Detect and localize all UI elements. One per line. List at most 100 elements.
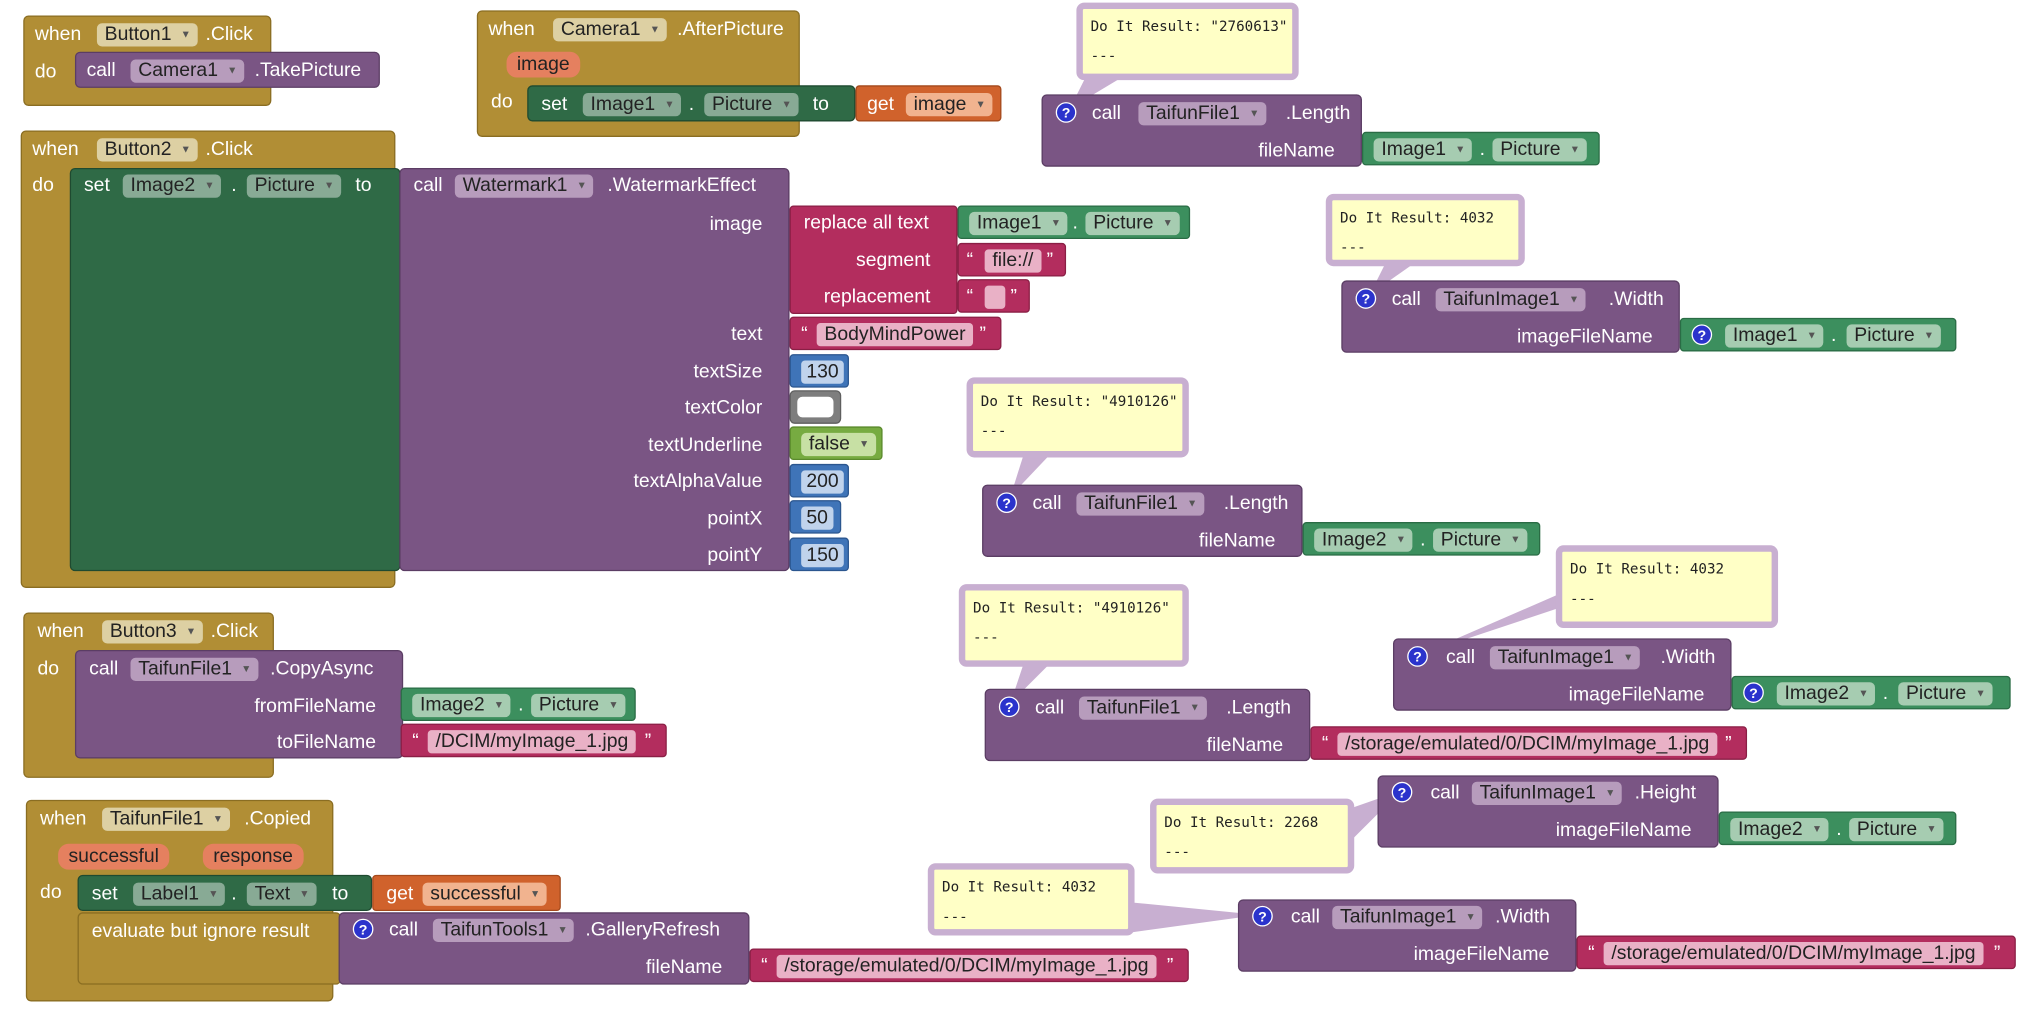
taifunimage1-height-call[interactable]: ? call TaifunImage1 .Height imageFileNam… <box>1377 775 1719 848</box>
get-successful-variable[interactable]: get successful <box>372 874 561 912</box>
watermark-effect-call[interactable]: call Watermark1 .WatermarkEffect image t… <box>399 167 790 572</box>
segment-string-field[interactable]: file:// <box>984 249 1042 273</box>
component-dropdown[interactable]: Watermark1 <box>454 174 594 198</box>
number-field[interactable]: 200 <box>801 470 844 494</box>
number-field[interactable]: 150 <box>801 544 844 568</box>
number-field[interactable]: 130 <box>801 360 844 384</box>
image1-picture-getter[interactable]: Image1 . Picture <box>1361 131 1600 166</box>
help-icon[interactable]: ? <box>1252 905 1273 927</box>
component-dropdown[interactable]: Image1 <box>969 211 1068 236</box>
set-image2-picture[interactable]: set Image2 . Picture to <box>69 167 401 572</box>
param-successful[interactable]: successful <box>58 843 170 870</box>
help-icon[interactable]: ? <box>996 492 1017 514</box>
component-dropdown[interactable]: Image1 <box>1373 138 1472 162</box>
property-dropdown[interactable]: Picture <box>1898 682 1993 706</box>
get-image-variable[interactable]: get image <box>855 85 1002 122</box>
path-string-field[interactable]: /DCIM/myImage_1.jpg <box>427 730 637 754</box>
text-string-block[interactable]: “ BodyMindPower ” <box>789 316 1002 351</box>
component-dropdown[interactable]: Camera1 <box>553 18 667 42</box>
component-dropdown[interactable]: TaifunFile1 <box>1078 696 1207 720</box>
help-icon[interactable]: ? <box>352 918 374 940</box>
component-dropdown[interactable]: Image2 <box>1776 682 1876 706</box>
component-dropdown[interactable]: Camera1 <box>130 59 244 83</box>
component-dropdown[interactable]: Button1 <box>96 23 198 47</box>
taifunfile1-length-call-3[interactable]: ? call TaifunFile1 .Length fileName <box>984 688 1311 762</box>
pointx-number-block[interactable]: 50 <box>789 500 842 534</box>
component-dropdown[interactable]: Image1 <box>1725 324 1824 348</box>
property-dropdown[interactable]: Picture <box>1085 211 1180 236</box>
galleryrefresh-call[interactable]: ? call TaifunTools1 .GalleryRefresh file… <box>338 912 750 985</box>
copyasync-call[interactable]: call TaifunFile1 .CopyAsync fromFileName… <box>74 649 404 759</box>
help-icon[interactable]: ? <box>1407 646 1428 667</box>
component-dropdown[interactable]: Image2 <box>412 693 511 718</box>
component-dropdown[interactable]: Image2 <box>1730 817 1829 842</box>
property-dropdown[interactable]: Picture <box>1433 528 1527 552</box>
number-field[interactable]: 50 <box>801 506 834 530</box>
param-response[interactable]: response <box>202 843 304 870</box>
component-dropdown[interactable]: Button3 <box>102 620 203 644</box>
camera1-takepicture-call[interactable]: call Camera1 .TakePicture <box>74 51 380 88</box>
component-dropdown[interactable]: TaifunFile1 <box>130 657 258 681</box>
pointy-number-block[interactable]: 150 <box>789 537 849 572</box>
component-dropdown[interactable]: Label1 <box>133 882 225 906</box>
set-label1-text[interactable]: set Label1 . Text to <box>77 874 373 912</box>
textsize-number-block[interactable]: 130 <box>789 354 849 388</box>
taifunfile1-length-call-2[interactable]: ? call TaifunFile1 .Length fileName <box>982 484 1303 557</box>
textcolor-color-block[interactable] <box>789 390 842 424</box>
help-icon[interactable]: ? <box>1691 324 1713 346</box>
boolean-dropdown[interactable]: false <box>801 432 876 457</box>
variable-dropdown[interactable]: successful <box>422 882 547 906</box>
path-string-field[interactable]: /storage/emulated/0/DCIM/myImage_1.jpg <box>1603 942 1984 966</box>
tofilename-string-block[interactable]: “ /DCIM/myImage_1.jpg ” <box>400 723 667 758</box>
image2-picture-getter[interactable]: Image2 . Picture <box>400 687 636 722</box>
image2-picture-getter[interactable]: Image2 . Picture <box>1302 522 1541 556</box>
help-icon[interactable]: ? <box>998 696 1020 718</box>
path-string-field[interactable]: /storage/emulated/0/DCIM/myImage_1.jpg <box>1337 732 1718 756</box>
taifunimage1-width-call-2[interactable]: ? call TaifunImage1 .Width imageFileName <box>1392 638 1732 711</box>
evaluate-but-ignore-block[interactable]: evaluate but ignore result <box>77 912 342 985</box>
component-dropdown[interactable]: TaifunFile1 <box>102 807 230 831</box>
taifunfile1-length-call-1[interactable]: ? call TaifunFile1 .Length fileName <box>1041 94 1362 167</box>
component-dropdown[interactable]: TaifunImage1 <box>1489 646 1640 670</box>
help-icon[interactable]: ? <box>1355 288 1377 309</box>
component-dropdown[interactable]: TaifunTools1 <box>432 918 575 943</box>
property-dropdown[interactable]: Text <box>246 882 316 906</box>
component-dropdown[interactable]: TaifunImage1 <box>1435 288 1586 312</box>
textalphavalue-number-block[interactable]: 200 <box>789 463 849 498</box>
property-dropdown[interactable]: Picture <box>531 693 626 718</box>
text-string-field[interactable]: BodyMindPower <box>816 323 974 347</box>
image2-picture-getter[interactable]: ? Image2 . Picture <box>1731 675 2011 710</box>
component-dropdown[interactable]: Image1 <box>582 93 682 117</box>
gallery-path-string-block[interactable]: “ /storage/emulated/0/DCIM/myImage_1.jpg… <box>749 948 1189 983</box>
help-icon[interactable]: ? <box>1055 102 1077 123</box>
component-dropdown[interactable]: TaifunFile1 <box>1076 492 1204 516</box>
width-path-string-block[interactable]: “ /storage/emulated/0/DCIM/myImage_1.jpg… <box>1576 935 2016 970</box>
component-dropdown[interactable]: TaifunImage1 <box>1332 905 1483 930</box>
property-dropdown[interactable]: Picture <box>1849 817 1944 842</box>
param-image[interactable]: image <box>506 51 581 78</box>
component-dropdown[interactable]: Image2 <box>1314 528 1413 552</box>
property-dropdown[interactable]: Picture <box>1846 324 1941 348</box>
property-dropdown[interactable]: Picture <box>246 174 341 198</box>
component-dropdown[interactable]: Button2 <box>96 138 198 162</box>
replace-all-text-block[interactable]: replace all text segment replacement <box>789 205 958 315</box>
color-swatch[interactable] <box>797 396 834 418</box>
replacement-string-field[interactable] <box>984 285 1006 309</box>
path-string-field[interactable]: /storage/emulated/0/DCIM/myImage_1.jpg <box>776 954 1157 979</box>
help-icon[interactable]: ? <box>1743 682 1764 703</box>
replacement-string-block[interactable]: “ ” <box>957 279 1030 313</box>
taifunimage1-width-call-1[interactable]: ? call TaifunImage1 .Width imageFileName <box>1341 280 1680 353</box>
taifunimage1-width-call-3[interactable]: ? call TaifunImage1 .Width imageFileName <box>1237 899 1577 972</box>
textunderline-logic-block[interactable]: false <box>789 426 883 461</box>
set-image1-picture[interactable]: set Image1 . Picture to <box>527 85 856 122</box>
segment-string-block[interactable]: “ file:// ” <box>957 242 1067 277</box>
image1-picture-getter[interactable]: ? Image1 . Picture <box>1679 317 1957 352</box>
property-dropdown[interactable]: Picture <box>1492 138 1587 162</box>
component-dropdown[interactable]: TaifunFile1 <box>1138 102 1266 126</box>
help-icon[interactable]: ? <box>1391 781 1413 803</box>
image1-picture-getter[interactable]: Image1 . Picture <box>957 205 1191 240</box>
variable-dropdown[interactable]: image <box>905 93 993 117</box>
property-dropdown[interactable]: Picture <box>704 93 799 117</box>
component-dropdown[interactable]: TaifunImage1 <box>1471 781 1622 806</box>
